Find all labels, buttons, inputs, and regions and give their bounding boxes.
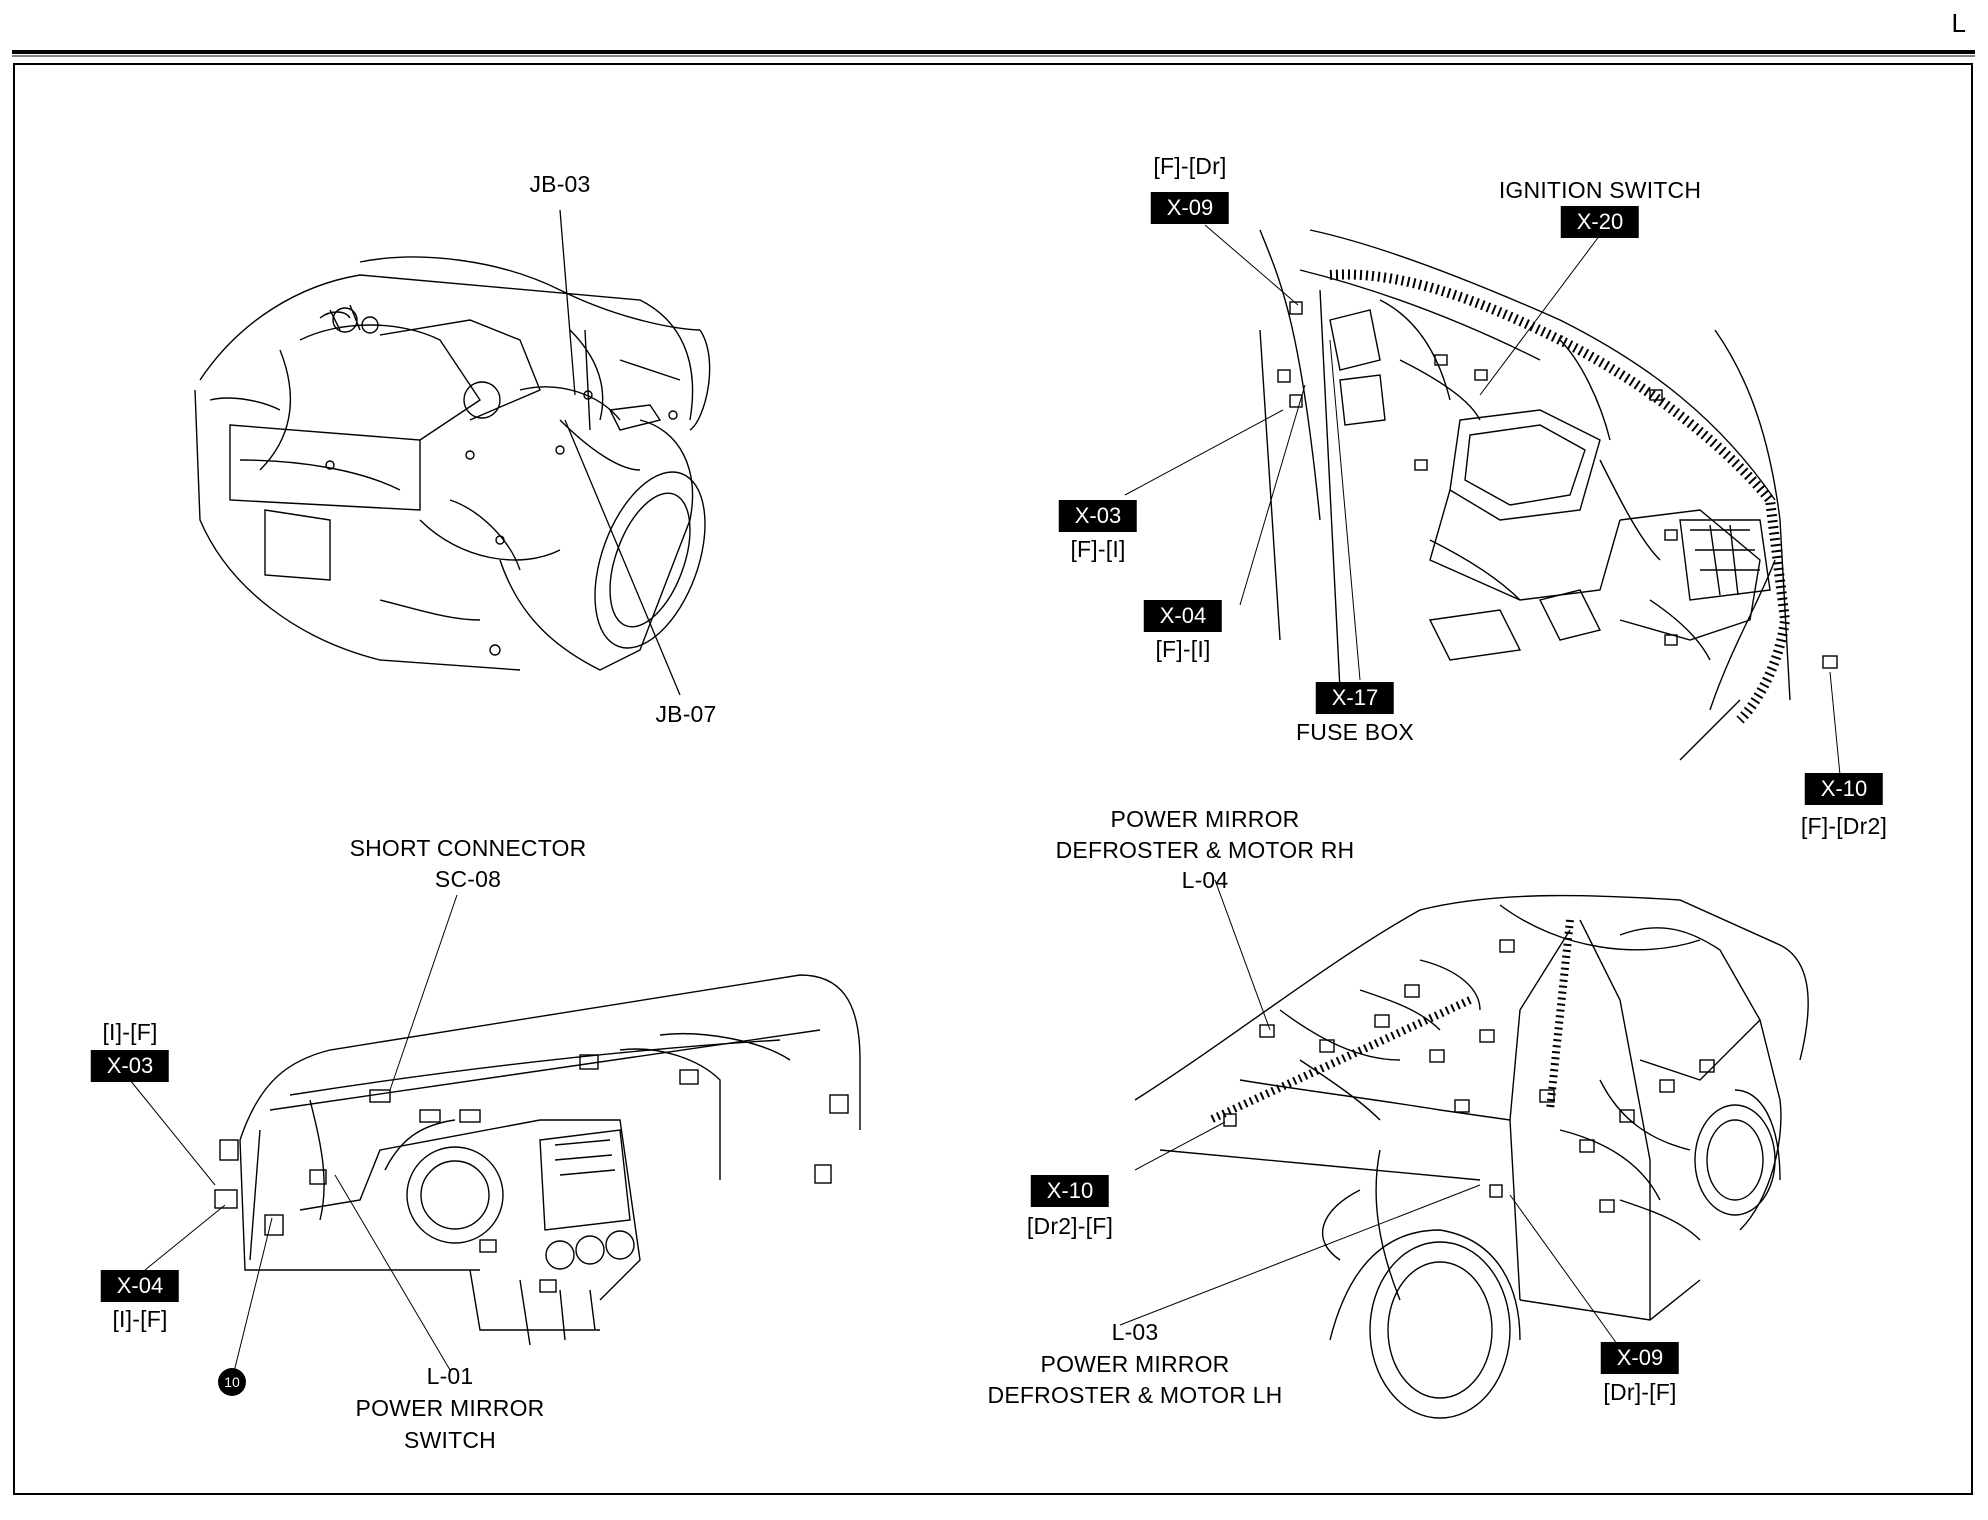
label-f-i-x03: [F]-[I] (1070, 536, 1126, 562)
label-rh-1: POWER MIRROR (1110, 806, 1300, 832)
ground-point-badge: 10 (218, 1368, 246, 1396)
label-rh-2: DEFROSTER & MOTOR RH (1055, 837, 1355, 863)
label-power-mirror-switch-2: SWITCH (404, 1427, 496, 1453)
label-i-f-bottom: [I]-[F] (112, 1306, 168, 1332)
label-lh-2: DEFROSTER & MOTOR LH (987, 1382, 1283, 1408)
label-f-dr2: [F]-[Dr2] (1800, 813, 1888, 839)
tag-x-20: X-20 (1560, 206, 1640, 238)
label-short-connector: SHORT CONNECTOR (349, 835, 587, 861)
label-l-01: L-01 (426, 1363, 474, 1389)
tag-x-03-top: X-03 (1058, 500, 1138, 532)
label-lh-1: POWER MIRROR (1040, 1351, 1230, 1377)
cowl-harness-drawing (1259, 229, 1838, 761)
label-fuse-box: FUSE BOX (1296, 719, 1414, 745)
tag-x-04-bottom: X-04 (100, 1270, 180, 1302)
tag-x-04-top: X-04 (1143, 600, 1223, 632)
label-jb-03: JB-03 (529, 171, 591, 197)
diagram-frame (13, 63, 1973, 1495)
label-ignition-switch: IGNITION SWITCH (1498, 177, 1702, 203)
label-f-dr: [F]-[Dr] (1153, 153, 1227, 179)
tag-x-03-bottom: X-03 (90, 1050, 170, 1082)
label-l-03: L-03 (1111, 1319, 1159, 1345)
tag-x-09-bottom: X-09 (1600, 1342, 1680, 1374)
engine-bay-drawing (194, 256, 711, 671)
tag-x-10-top: X-10 (1804, 773, 1884, 805)
label-sc-08: SC-08 (434, 866, 502, 892)
label-f-i-x04: [F]-[I] (1155, 636, 1211, 662)
car-body-drawing (1134, 894, 1809, 1419)
label-dr-f: [Dr]-[F] (1603, 1379, 1677, 1405)
label-dr2-f: [Dr2]-[F] (1026, 1213, 1114, 1239)
instrument-panel-drawing (214, 974, 861, 1346)
tag-x-09-top: X-09 (1150, 192, 1230, 224)
tag-x-10-bottom: X-10 (1030, 1175, 1110, 1207)
label-power-mirror-switch-1: POWER MIRROR (355, 1395, 545, 1421)
page-marker: L (1951, 8, 1966, 38)
tag-x-17: X-17 (1315, 682, 1395, 714)
label-l-04: L-04 (1181, 867, 1229, 893)
label-i-f-top: [I]-[F] (102, 1019, 158, 1045)
label-jb-07: JB-07 (655, 701, 717, 727)
